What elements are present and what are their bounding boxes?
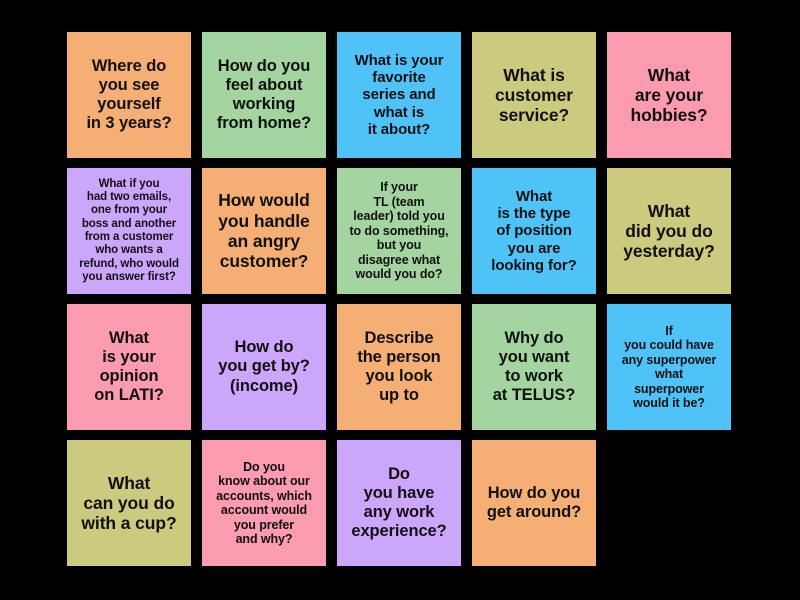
question-card-text: What if you had two emails, one from you…: [79, 177, 179, 283]
question-card[interactable]: How do you get around?: [472, 440, 596, 566]
question-card-text: If you could have any superpower what su…: [621, 323, 717, 411]
question-card-text: Do you know about our accounts, which ac…: [216, 459, 312, 547]
question-card-text: What is customer service?: [495, 64, 573, 126]
question-card[interactable]: What if you had two emails, one from you…: [67, 168, 191, 294]
question-card-text: What can you do with a cup?: [81, 472, 177, 534]
question-card[interactable]: Do you have any work experience?: [337, 440, 461, 566]
question-card[interactable]: How would you handle an angry customer?: [202, 168, 326, 294]
card-grid: Where do you see yourself in 3 years? How…: [67, 32, 733, 566]
question-card[interactable]: Where do you see yourself in 3 years?: [67, 32, 191, 158]
question-card-text: What did you do yesterday?: [623, 200, 715, 262]
question-card-text: What is your favorite series and what is…: [354, 51, 444, 139]
question-card-text: Why do you want to work at TELUS?: [492, 328, 576, 405]
question-card[interactable]: What is your favorite series and what is…: [337, 32, 461, 158]
question-card-text: What are your hobbies?: [630, 64, 708, 126]
question-card-text: How do you get around?: [486, 483, 582, 521]
question-card-text: Describe the person you look up to: [357, 328, 441, 405]
question-card-text: How do you get by? (income): [218, 338, 310, 395]
question-card[interactable]: What is your opinion on LATI?: [67, 304, 191, 430]
question-card[interactable]: If your TL (team leader) told you to do …: [337, 168, 461, 294]
question-card[interactable]: How do you feel about working from home?: [202, 32, 326, 158]
question-card[interactable]: Why do you want to work at TELUS?: [472, 304, 596, 430]
question-card[interactable]: What are your hobbies?: [607, 32, 731, 158]
question-card-text: Do you have any work experience?: [351, 464, 447, 541]
question-card[interactable]: Do you know about our accounts, which ac…: [202, 440, 326, 566]
question-card[interactable]: What is the type of position you are loo…: [472, 168, 596, 294]
question-card[interactable]: What can you do with a cup?: [67, 440, 191, 566]
question-card[interactable]: If you could have any superpower what su…: [607, 304, 731, 430]
question-card-text: What is your opinion on LATI?: [94, 328, 164, 405]
question-card[interactable]: What is customer service?: [472, 32, 596, 158]
question-card[interactable]: Describe the person you look up to: [337, 304, 461, 430]
question-card-text: How do you feel about working from home?: [216, 56, 312, 133]
question-card[interactable]: How do you get by? (income): [202, 304, 326, 430]
question-card[interactable]: What did you do yesterday?: [607, 168, 731, 294]
question-card-text: What is the type of position you are loo…: [491, 187, 577, 275]
question-card-text: Where do you see yourself in 3 years?: [86, 56, 172, 133]
question-card-text: If your TL (team leader) told you to do …: [349, 180, 449, 282]
question-card-text: How would you handle an angry customer?: [218, 190, 310, 272]
empty-cell: [607, 440, 731, 566]
